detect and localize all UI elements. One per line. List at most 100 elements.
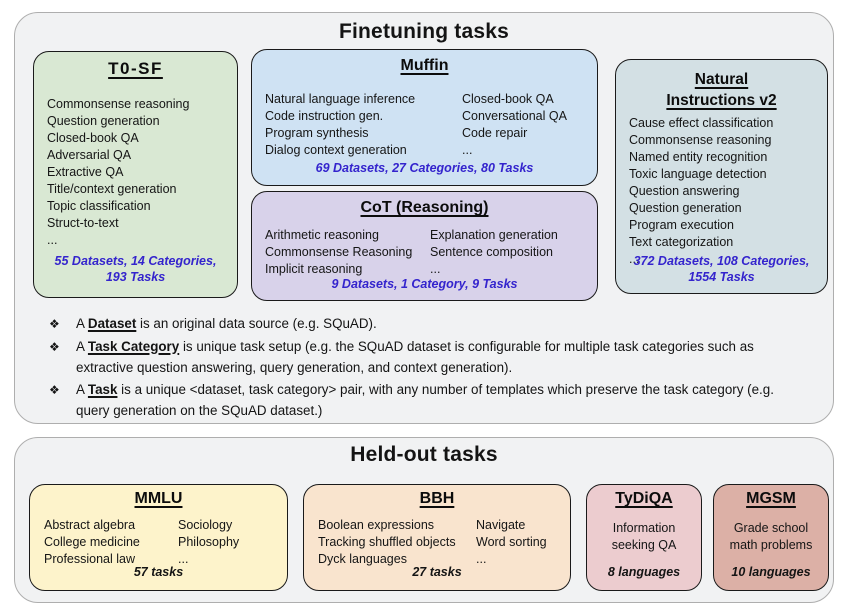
task-item: Toxic language detection (629, 167, 767, 181)
task-item: Adversarial QA (47, 148, 132, 162)
cot-card: CoT (Reasoning) Arithmetic reasoning Com… (251, 191, 598, 301)
note-term: Task (87, 381, 118, 397)
mgsm-description: Grade school math problems (729, 521, 813, 552)
t0sf-stats: 55 Datasets, 14 Categories, 193 Tasks (34, 253, 237, 285)
task-item: ... (178, 552, 189, 566)
muffin-card: Muffin Natural language inference Code i… (251, 49, 598, 186)
task-item: Dyck languages (318, 552, 407, 566)
mmlu-stats: 57 tasks (133, 565, 184, 579)
note-term: Task Category (87, 338, 180, 354)
niv2-title-line2: Instructions v2 (666, 92, 777, 109)
task-item: Tracking shuffled objects (318, 535, 456, 549)
niv2-stats-line1: 372 Datasets, 108 Categories, (633, 254, 810, 268)
t0sf-stats-line2: 193 Tasks (105, 270, 166, 284)
task-item: Navigate (476, 518, 526, 532)
task-item: Title/context generation (47, 182, 177, 196)
note-text: A Dataset is an original data source (e.… (76, 316, 377, 331)
t0sf-card-title: T0-SF (108, 59, 163, 78)
note-term: Dataset (87, 316, 137, 331)
task-item: Topic classification (47, 199, 151, 213)
task-item: Cause effect classification (629, 116, 774, 130)
bbh-card-title: BBH (419, 490, 455, 507)
bbh-task-column-1: Boolean expressions Tracking shuffled ob… (318, 517, 456, 568)
niv2-card: Natural Instructions v2 Cause effect cla… (615, 59, 828, 294)
task-item: College medicine (44, 535, 140, 549)
task-item: Abstract algebra (44, 518, 136, 532)
heldout-panel-title: Held-out tasks (350, 443, 498, 466)
task-item: Philosophy (178, 535, 240, 549)
task-item: Text categorization (629, 235, 734, 249)
task-item: Closed-book QA (462, 92, 554, 106)
task-item: Commonsense reasoning (629, 133, 772, 147)
mmlu-task-column-1: Abstract algebra College medicine Profes… (44, 517, 140, 568)
task-item: Struct-to-text (47, 216, 119, 230)
diamond-bullet-icon: ❖ (49, 382, 60, 397)
definition-notes: ❖ A Dataset is an original data source (… (49, 313, 811, 422)
task-item: Named entity recognition (629, 150, 768, 164)
note-text: A Task is a unique <dataset, task catego… (76, 381, 774, 419)
heldout-panel: Held-out tasks MMLU Abstract algebra Col… (14, 437, 834, 603)
muffin-card-title: Muffin (400, 57, 449, 74)
cot-task-column-1: Arithmetic reasoning Commonsense Reasoni… (265, 227, 412, 278)
t0sf-card: T0-SF Commonsense reasoning Question gen… (33, 51, 238, 298)
task-item: Arithmetic reasoning (265, 228, 379, 242)
task-item: Question generation (47, 114, 160, 128)
niv2-task-list: Cause effect classification Commonsense … (629, 115, 773, 268)
task-item: ... (47, 233, 58, 247)
task-item: Conversational QA (462, 109, 567, 123)
task-item: ... (629, 252, 640, 266)
cot-stats: 9 Datasets, 1 Category, 9 Tasks (331, 277, 518, 291)
task-item: Question generation (629, 201, 742, 215)
task-item: Explanation generation (430, 228, 558, 242)
task-item: Natural language inference (265, 92, 416, 106)
task-item: Implicit reasoning (265, 262, 363, 276)
note-dataset: ❖ A Dataset is an original data source (… (49, 313, 811, 336)
bbh-card: BBH Boolean expressions Tracking shuffle… (303, 484, 571, 591)
muffin-stats: 69 Datasets, 27 Categories, 80 Tasks (315, 161, 534, 175)
task-item: Closed-book QA (47, 131, 139, 145)
cot-card-title: CoT (Reasoning) (360, 199, 489, 216)
note-task-category: ❖ A Task Category is unique task setup (… (49, 336, 811, 379)
t0sf-stats-line1: 55 Datasets, 14 Categories, (54, 254, 217, 268)
task-item: Code repair (462, 126, 528, 140)
task-item: Commonsense reasoning (47, 97, 190, 111)
bbh-task-column-2: Navigate Word sorting ... (476, 517, 547, 568)
note-text: A Task Category is unique task setup (e.… (76, 338, 754, 376)
niv2-card-title: Natural Instructions v2 (616, 69, 827, 111)
mgsm-stats: 10 languages (731, 565, 811, 579)
task-item: Dialog context generation (265, 143, 407, 157)
cot-task-column-2: Explanation generation Sentence composit… (430, 227, 558, 278)
task-item: Boolean expressions (318, 518, 435, 532)
mgsm-card-title: MGSM (746, 490, 796, 507)
bbh-stats: 27 tasks (412, 565, 462, 579)
mmlu-task-column-2: Sociology Philosophy ... (178, 517, 239, 568)
task-item: ... (462, 143, 473, 157)
task-item: Question answering (629, 184, 740, 198)
finetuning-panel: Finetuning tasks T0-SF Commonsense reaso… (14, 12, 834, 424)
tydiqa-description: Information seeking QA (611, 521, 677, 552)
finetuning-panel-title: Finetuning tasks (338, 20, 510, 43)
tydiqa-card-title: TyDiQA (615, 490, 673, 507)
mmlu-card: MMLU Abstract algebra College medicine P… (29, 484, 288, 591)
task-item: Sentence composition (430, 245, 553, 259)
niv2-title-line1: Natural (694, 71, 749, 88)
note-task: ❖ A Task is a unique <dataset, task cate… (49, 379, 811, 422)
niv2-stats: 372 Datasets, 108 Categories, 1554 Tasks (616, 253, 827, 285)
task-item: Professional law (44, 552, 136, 566)
task-item: Program synthesis (265, 126, 369, 140)
task-item: Sociology (178, 518, 233, 532)
muffin-task-column-2: Closed-book QA Conversational QA Code re… (462, 91, 567, 159)
mmlu-card-title: MMLU (134, 490, 183, 507)
mgsm-card: MGSM Grade school math problems 10 langu… (713, 484, 829, 591)
task-item: Code instruction gen. (265, 109, 384, 123)
tydiqa-card: TyDiQA Information seeking QA 8 language… (586, 484, 702, 591)
task-item: Commonsense Reasoning (265, 245, 413, 259)
tydiqa-stats: 8 languages (607, 565, 681, 579)
task-item: ... (476, 552, 487, 566)
niv2-stats-line2: 1554 Tasks (688, 270, 755, 284)
diamond-bullet-icon: ❖ (49, 339, 60, 354)
task-item: Extractive QA (47, 165, 124, 179)
t0sf-task-list: Commonsense reasoning Question generatio… (47, 96, 189, 249)
task-item: ... (430, 262, 441, 276)
